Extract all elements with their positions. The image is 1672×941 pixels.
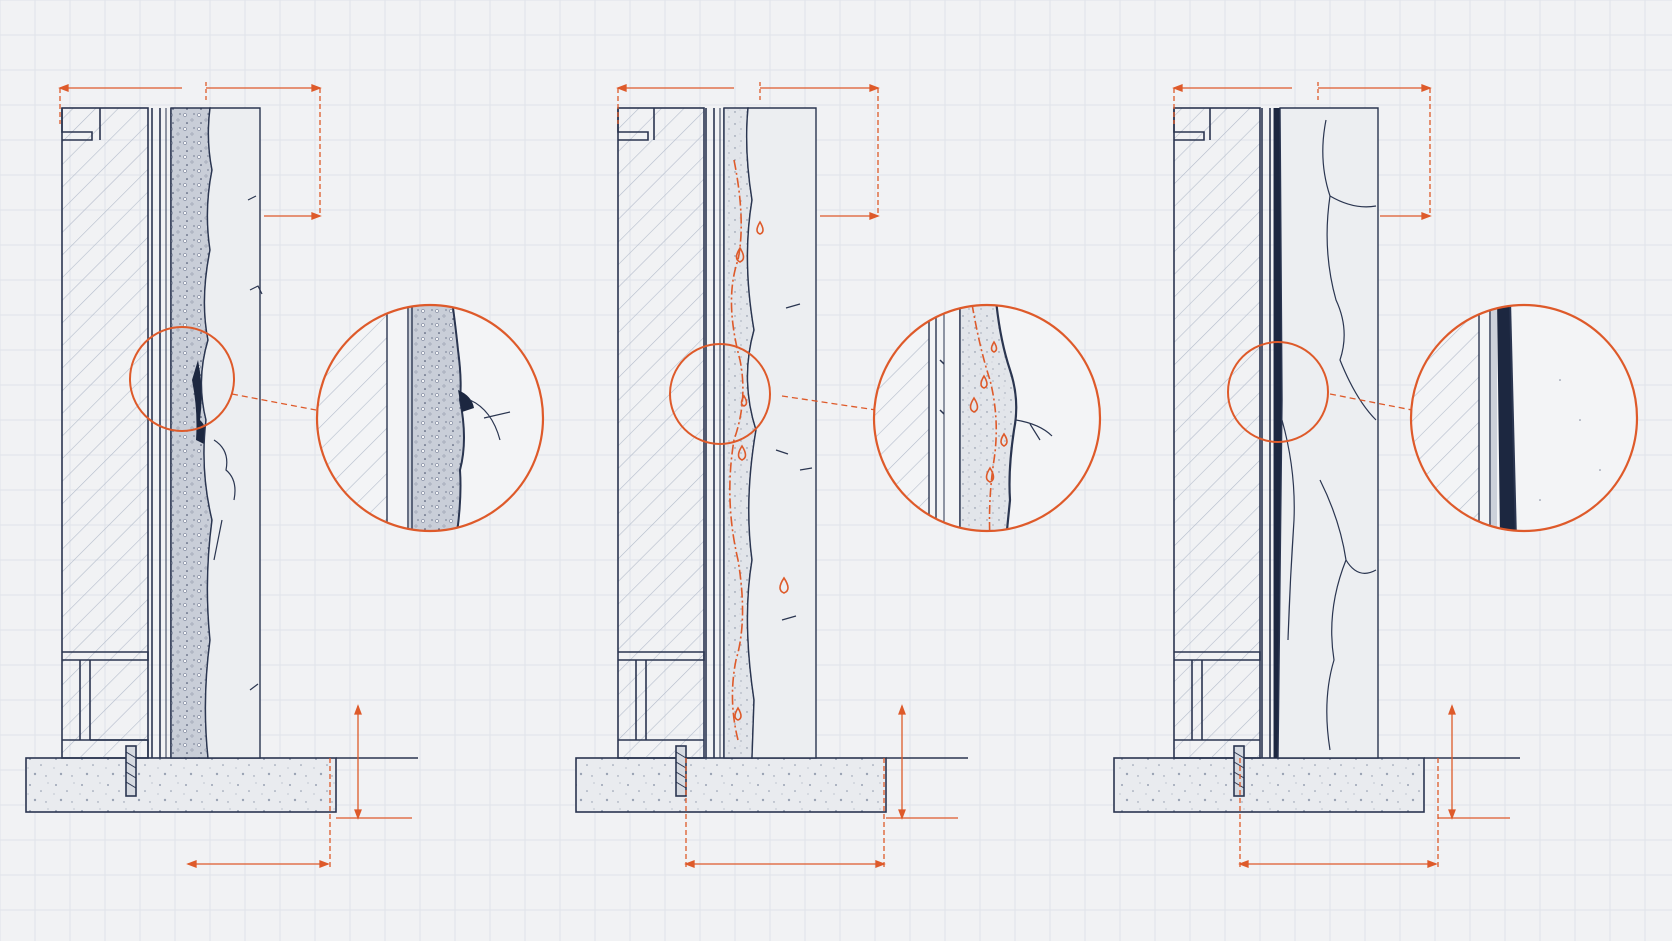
anchor-bolt-icon bbox=[125, 745, 137, 797]
masonry-layer bbox=[1173, 107, 1261, 759]
water-droplet-icon bbox=[980, 374, 988, 389]
panel-1-detail-marker bbox=[129, 326, 235, 432]
panel-3-dimensions bbox=[1172, 82, 1510, 870]
moisture-droplets bbox=[734, 220, 789, 721]
render-layer bbox=[745, 107, 817, 759]
panel-2-wall-section bbox=[575, 107, 968, 813]
moisture-front bbox=[729, 159, 744, 741]
foundation-slab bbox=[1113, 757, 1425, 813]
anchor-bolt-icon bbox=[675, 745, 687, 797]
panel-1-dimensions bbox=[58, 82, 412, 870]
panel-1-zoom-detail bbox=[315, 303, 545, 533]
panel-2-detail-marker bbox=[669, 343, 771, 445]
masonry-layer bbox=[61, 107, 149, 759]
panel-3-wall-section bbox=[1113, 107, 1520, 813]
foundation-slab bbox=[575, 757, 887, 813]
water-droplet-icon bbox=[756, 220, 764, 235]
panel-3-zoom-detail bbox=[1409, 303, 1639, 533]
water-droplet-icon bbox=[735, 246, 745, 263]
water-droplet-icon bbox=[734, 706, 742, 721]
panel-2-dimensions bbox=[616, 82, 958, 870]
water-droplet-icon bbox=[969, 396, 979, 413]
foundation-slab bbox=[25, 757, 337, 813]
render-layer bbox=[200, 107, 261, 759]
water-droplet-icon bbox=[779, 576, 789, 594]
sealing-membrane bbox=[1274, 108, 1282, 758]
water-droplet-icon bbox=[990, 340, 998, 353]
panel-1-wall-section bbox=[25, 107, 418, 813]
water-droplet-icon bbox=[737, 444, 747, 461]
water-droplet-icon bbox=[740, 394, 748, 407]
crack-mark-icon bbox=[1319, 119, 1377, 751]
water-droplet-icon bbox=[985, 466, 995, 483]
render-layer bbox=[1277, 107, 1379, 759]
anchor-bolt-icon bbox=[1233, 745, 1245, 797]
panel-3-detail-marker bbox=[1227, 341, 1329, 443]
crack-mark-icon bbox=[213, 195, 263, 691]
water-droplet-icon bbox=[1000, 432, 1008, 447]
crack-mark-icon bbox=[775, 303, 813, 621]
panel-2-zoom-detail bbox=[872, 303, 1102, 533]
